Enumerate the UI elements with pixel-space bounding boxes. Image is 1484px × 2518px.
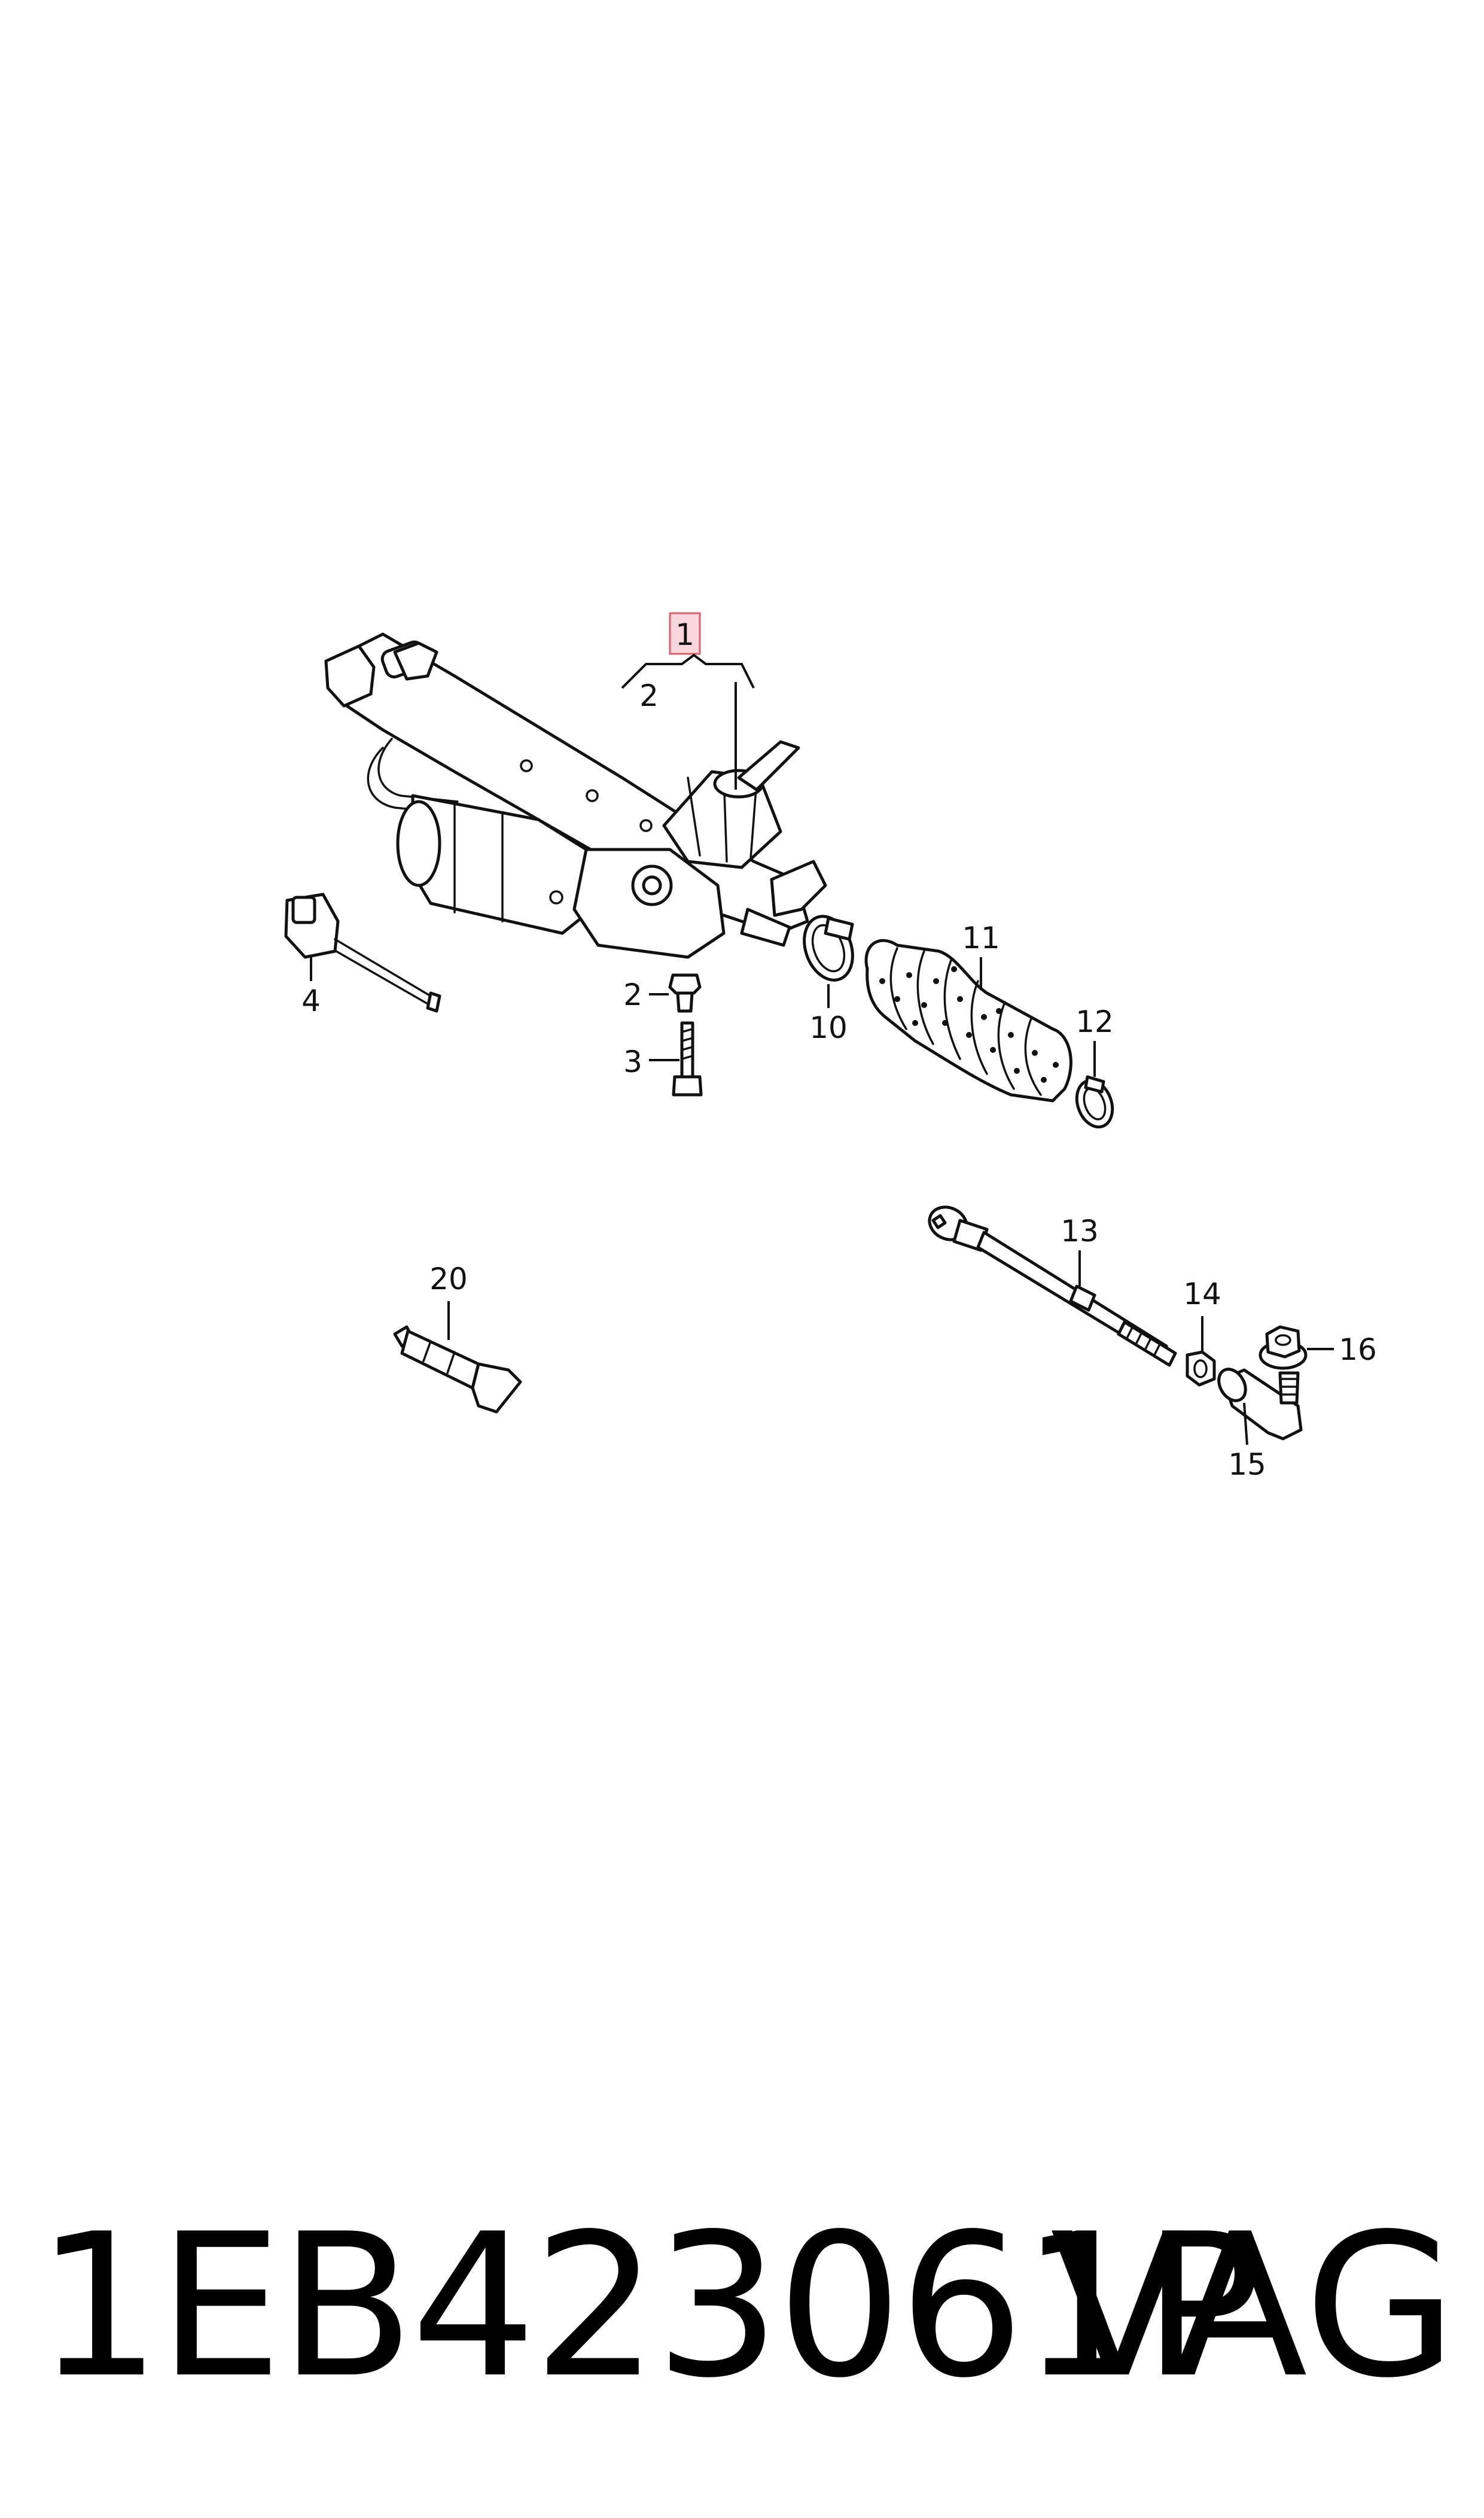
flange-nut-part-16	[1258, 1325, 1308, 1370]
callout-20: 20	[429, 1262, 468, 1296]
sensor-connector-part	[284, 893, 441, 1013]
callout-1: 1	[675, 617, 694, 652]
callout-15: 15	[1228, 1447, 1266, 1482]
grease-tube-part-20	[393, 1325, 522, 1414]
callout-1-highlight	[669, 612, 701, 655]
callout-14: 14	[1183, 1277, 1221, 1311]
tie-rod-end-part-15	[1217, 1368, 1303, 1441]
steering-rack-assembly	[324, 632, 827, 959]
callout-13: 13	[1061, 1214, 1099, 1249]
callout-3: 3	[623, 1045, 642, 1079]
callout-1-bracket	[621, 653, 755, 689]
callout-11: 11	[962, 921, 1000, 955]
part-number: 1EB423061P	[36, 2191, 1262, 2421]
callout-12: 12	[1075, 1004, 1114, 1039]
boot-part-11	[864, 939, 1072, 1103]
screw-part-3	[672, 1021, 703, 1097]
tie-rod-part-13	[928, 1205, 1177, 1367]
callout-16: 16	[1339, 1332, 1377, 1367]
callout-4: 4	[301, 984, 321, 1018]
clamp-part-12	[1075, 1075, 1114, 1129]
callout-2-bracket-label: 2	[639, 678, 659, 713]
bolt-part-2	[668, 973, 702, 1013]
clamp-part-10	[803, 915, 854, 982]
callout-10: 10	[809, 1010, 848, 1045]
nut-part-14	[1186, 1350, 1216, 1387]
brand-label: VAG	[1050, 2191, 1457, 2421]
callout-2: 2	[623, 978, 642, 1012]
